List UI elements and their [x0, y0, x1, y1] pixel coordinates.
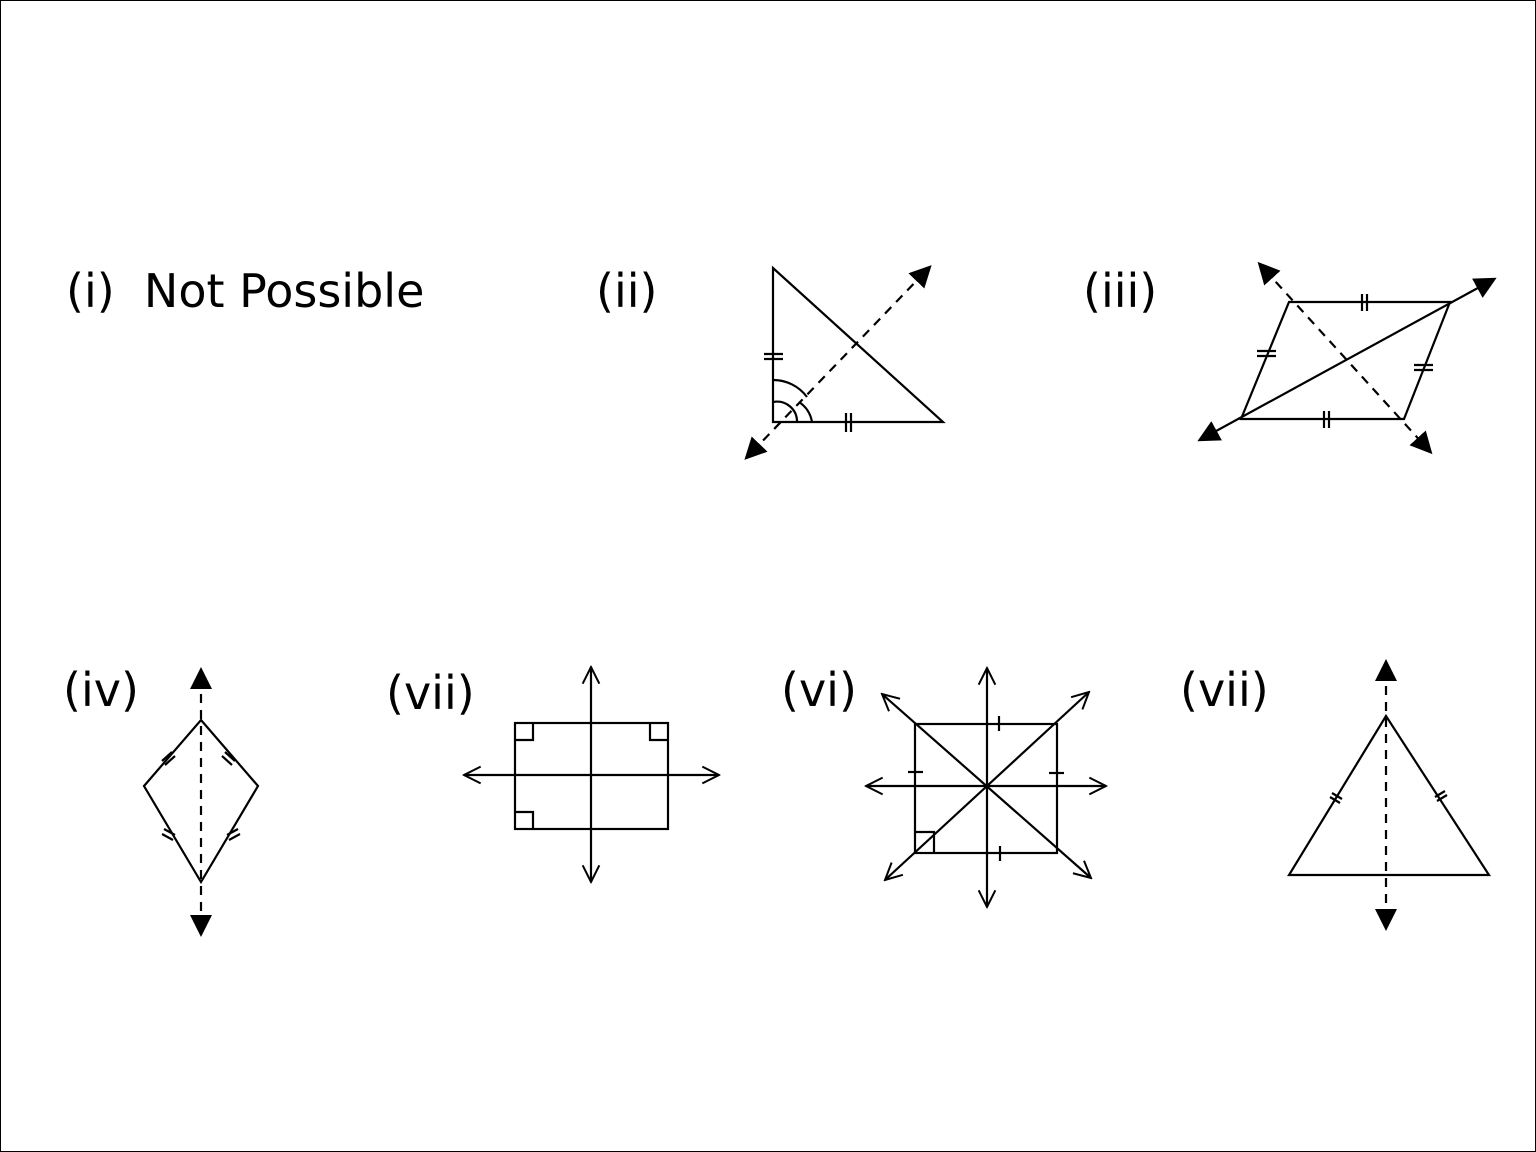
- figure-vi-square: [866, 668, 1106, 907]
- label-ii: (ii): [596, 264, 658, 318]
- figure-iv-kite: [142, 667, 260, 937]
- label-vi: (vi): [781, 663, 857, 717]
- figure-rectangle: [464, 667, 719, 882]
- label-iii: (iii): [1083, 264, 1158, 318]
- label-rectangle: (vii): [386, 666, 475, 720]
- figure-iii-rhombus: [1197, 261, 1497, 455]
- figure-ii-right-triangle: [744, 265, 946, 460]
- symmetry-line-diagonal-2: [885, 692, 1089, 880]
- figure-vii-isosceles-triangle: [1287, 659, 1492, 931]
- label-vii: (vii): [1180, 663, 1269, 717]
- label-i-not-possible: (i) Not Possible: [66, 264, 425, 318]
- symmetry-line-dashed: [1257, 261, 1433, 455]
- symmetry-line-solid: [1197, 277, 1497, 442]
- label-iv: (iv): [63, 663, 139, 717]
- symmetry-line-dashed: [744, 265, 932, 460]
